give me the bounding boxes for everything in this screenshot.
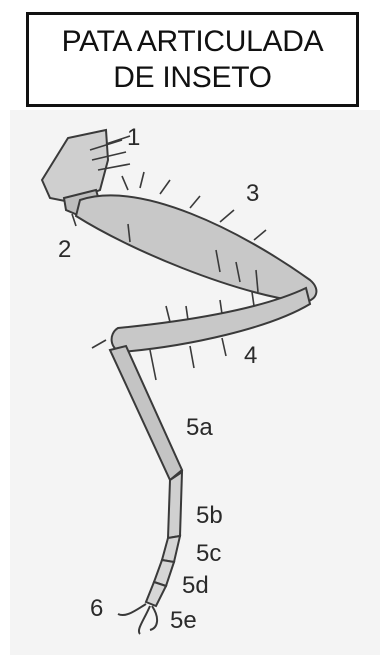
title-line-2: DE INSETO [113,60,271,96]
label-1: 1 [127,124,140,152]
label-5d: 5d [182,572,209,600]
label-5b: 5b [196,502,223,530]
tarsus-5b-segment [168,472,182,538]
label-2: 2 [58,236,71,264]
label-5c: 5c [196,540,221,568]
label-4: 4 [244,342,257,370]
title-box: PATA ARTICULADA DE INSETO [26,12,359,107]
title-line-1: PATA ARTICULADA [62,24,324,60]
label-6: 6 [90,595,103,623]
label-5e: 5e [170,607,197,635]
label-5a: 5a [186,414,213,442]
label-3: 3 [246,180,259,208]
